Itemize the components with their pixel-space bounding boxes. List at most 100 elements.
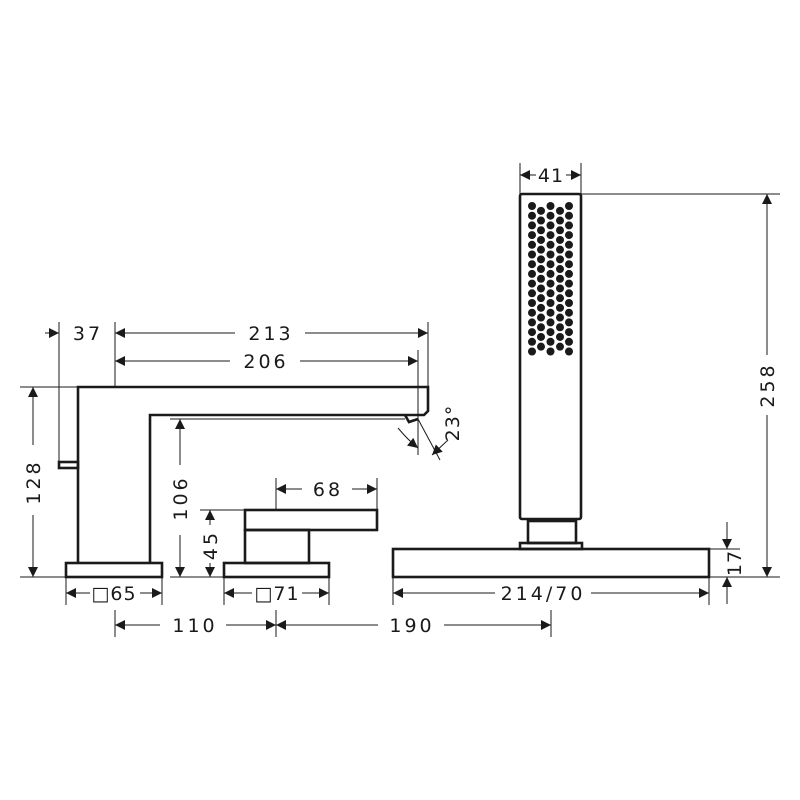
dim-68: 68	[313, 479, 343, 501]
nozzle-hole	[565, 347, 573, 356]
nozzle-hole	[546, 250, 555, 259]
nozzle-hole	[565, 221, 573, 230]
dim-65: □65	[91, 583, 136, 605]
nozzle-hole	[546, 211, 555, 220]
dim-23-degrees: 23°	[442, 405, 464, 442]
nozzle-hole	[565, 250, 573, 259]
dim-128: 128	[23, 459, 45, 504]
nozzle-hole	[556, 265, 564, 274]
nozzle-hole	[556, 274, 564, 283]
dim-206: 206	[243, 351, 288, 373]
nozzle-hole	[565, 240, 573, 249]
nozzle-hole	[546, 231, 555, 240]
nozzle-hole	[528, 328, 536, 337]
nozzle-hole	[537, 313, 545, 322]
nozzle-hole	[556, 332, 564, 341]
nozzle-hole	[565, 289, 573, 298]
nozzle-hole	[537, 265, 545, 274]
nozzle-hole	[546, 269, 555, 278]
nozzle-hole	[565, 308, 573, 317]
nozzle-hole	[546, 328, 555, 337]
nozzle-hole	[537, 206, 545, 215]
nozzle-hole	[546, 202, 555, 210]
nozzle-hole	[556, 216, 564, 225]
spout-lever	[57, 460, 80, 470]
dimension-lines	[28, 170, 772, 630]
dim-258: 258	[757, 362, 779, 407]
nozzle-hole	[556, 284, 564, 293]
dim-17: 17	[724, 550, 746, 576]
nozzle-hole	[537, 284, 545, 293]
nozzle-hole	[537, 294, 545, 303]
dim-213: 213	[248, 323, 293, 345]
shower-base	[391, 547, 711, 579]
mixer	[222, 508, 379, 579]
nozzle-hole	[537, 226, 545, 235]
nozzle-hole	[537, 323, 545, 332]
dim-110: 110	[172, 615, 217, 637]
nozzle-hole	[528, 347, 536, 356]
mixer-handle	[243, 508, 379, 532]
nozzle-hole	[537, 303, 545, 312]
nozzle-hole	[528, 231, 536, 240]
nozzle-hole	[537, 342, 545, 351]
spray-nozzles	[528, 202, 573, 356]
nozzle-hole	[528, 240, 536, 249]
nozzle-hole	[565, 318, 573, 327]
nozzle-hole	[565, 211, 573, 220]
nozzle-hole	[556, 303, 564, 312]
nozzle-hole	[537, 332, 545, 341]
nozzle-hole	[565, 260, 573, 269]
nozzle-hole	[537, 245, 545, 254]
nozzle-hole	[546, 260, 555, 269]
nozzle-hole	[528, 260, 536, 269]
nozzle-hole	[528, 299, 536, 307]
dim-190: 190	[389, 615, 434, 637]
nozzle-hole	[546, 279, 555, 288]
dim-214-70: 214/70	[501, 583, 586, 605]
nozzle-hole	[565, 299, 573, 307]
nozzle-hole	[556, 294, 564, 303]
nozzle-hole	[528, 250, 536, 259]
nozzle-hole	[528, 202, 536, 210]
nozzle-hole	[565, 231, 573, 240]
nozzle-hole	[565, 269, 573, 278]
dim-45: 45	[200, 530, 222, 560]
nozzle-hole	[556, 323, 564, 332]
nozzle-hole	[546, 347, 555, 356]
dim-37: 37	[73, 323, 103, 345]
nozzle-hole	[546, 221, 555, 230]
nozzle-hole	[556, 342, 564, 351]
hand-shower	[391, 192, 711, 579]
nozzle-hole	[546, 299, 555, 307]
nozzle-hole	[556, 255, 564, 264]
nozzle-hole	[556, 226, 564, 235]
nozzle-hole	[556, 235, 564, 244]
nozzle-hole	[537, 274, 545, 283]
nozzle-hole	[565, 279, 573, 288]
nozzle-hole	[537, 255, 545, 264]
nozzle-hole	[528, 337, 536, 346]
nozzle-hole	[556, 245, 564, 254]
nozzle-hole	[528, 308, 536, 317]
nozzle-hole	[565, 328, 573, 337]
dimension-labels: 37 213 206 128 106 45 68 □65 □71 110 190…	[22, 165, 779, 637]
nozzle-hole	[546, 240, 555, 249]
spout	[57, 385, 430, 579]
nozzle-hole	[556, 313, 564, 322]
nozzle-hole	[546, 337, 555, 346]
nozzle-hole	[537, 235, 545, 244]
nozzle-hole	[528, 289, 536, 298]
dim-71: □71	[254, 583, 299, 605]
nozzle-hole	[556, 206, 564, 215]
dim-106: 106	[170, 475, 192, 520]
dim-41: 41	[538, 165, 564, 187]
nozzle-hole	[546, 289, 555, 298]
nozzle-hole	[546, 318, 555, 327]
nozzle-hole	[565, 337, 573, 346]
nozzle-hole	[537, 216, 545, 225]
extension-lines	[20, 163, 780, 637]
spout-base-plate	[64, 561, 164, 579]
nozzle-hole	[546, 308, 555, 317]
